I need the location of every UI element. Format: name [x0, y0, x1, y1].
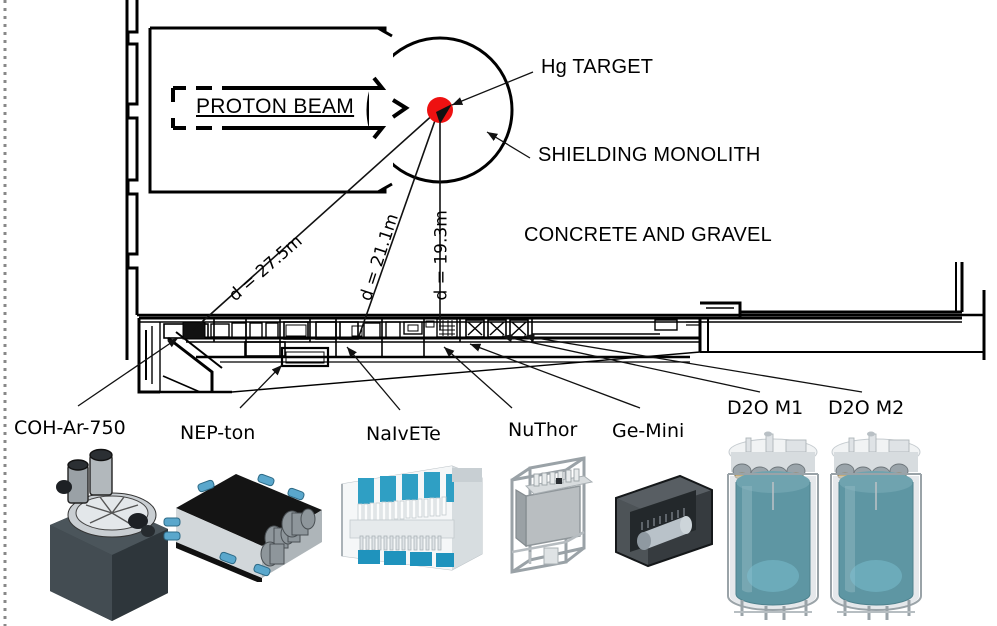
proton-beam-band [171, 76, 410, 140]
detector-image-coh-ar-750 [50, 448, 168, 621]
leader-d2o-m1 [501, 334, 761, 393]
wall-left-inner [126, 0, 139, 315]
detector-label-nep-ton: NEP-ton [180, 422, 256, 444]
leader-nuthor [443, 346, 513, 409]
detector-image-d2o-m2 [830, 431, 922, 620]
detector-label-nuthor: NuThor [508, 419, 578, 441]
leader-coh-ar-750 [77, 337, 179, 407]
detector-label-coh-ar-750: COH-Ar-750 [14, 417, 126, 439]
callout-leaders [77, 71, 863, 411]
leader-shielding-monolith [486, 131, 531, 159]
leader-ge-mini [469, 343, 641, 409]
distance-line-27-5 [192, 111, 437, 331]
detector-label-d2o-m1: D2O M1 [727, 397, 804, 419]
tunnel-neck-bottom [377, 182, 393, 194]
proton-beam-label: PROTON BEAM [196, 95, 355, 118]
concrete-and-gravel-label: CONCRETE AND GRAVEL [524, 224, 772, 246]
hg-target-label: Hg TARGET [541, 56, 654, 78]
distance-label-19-3m: d = 19.3m [431, 210, 452, 301]
leader-naivete [346, 346, 401, 411]
detector-image-naivete [341, 465, 483, 571]
detector-label-d2o-m2: D2O M2 [828, 397, 905, 419]
detector-image-nep-ton [163, 473, 322, 582]
basement-corridor [137, 262, 986, 394]
distance-lines [192, 111, 441, 337]
shielding-monolith-label: SHIELDING MONOLITH [538, 144, 761, 166]
detector-image-nuthor [510, 456, 594, 574]
leader-hg-target [451, 71, 534, 106]
leader-nep-ton [239, 364, 283, 409]
detector-label-naivete: NaIvETe [366, 423, 441, 445]
hg-target-core [436, 104, 452, 124]
detector-image-ge-mini [615, 474, 713, 568]
detector-image-d2o-m1 [727, 431, 819, 620]
tunnel-neck-top [377, 26, 393, 38]
leader-d2o-m2 [523, 333, 863, 393]
distance-line-21-1 [358, 111, 439, 337]
detector-label-ge-mini: Ge-Mini [612, 420, 685, 442]
